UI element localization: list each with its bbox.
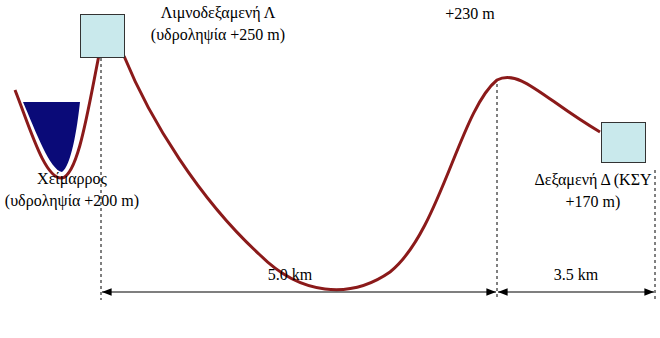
elevation-label: +230 m [430,3,510,25]
dimension-line [498,291,654,292]
torrent-label: Χείμαρρος (υδροληψία +200 m) [2,168,142,212]
dimension-label: 5.0 km [250,264,330,286]
reservoir-label: Δεξαμενή Δ (ΚΣΥ +170 m) [528,169,658,213]
reservoir-label: Λιμνοδεξαμενή Λ (υδροληψία +250 m) [133,2,303,46]
extension-line [497,84,498,300]
torrent-valley [15,55,99,178]
dimension-label: 3.5 km [536,264,616,286]
ground-profile [124,56,600,290]
extension-line [655,170,656,300]
dimension-line [102,291,496,292]
reservoir-box: Δεξαμενή Δ (ΚΣΥ +170 m) [601,122,646,163]
reservoir-box: Λιμνοδεξαμενή Λ (υδροληψία +250 m) [80,14,125,58]
